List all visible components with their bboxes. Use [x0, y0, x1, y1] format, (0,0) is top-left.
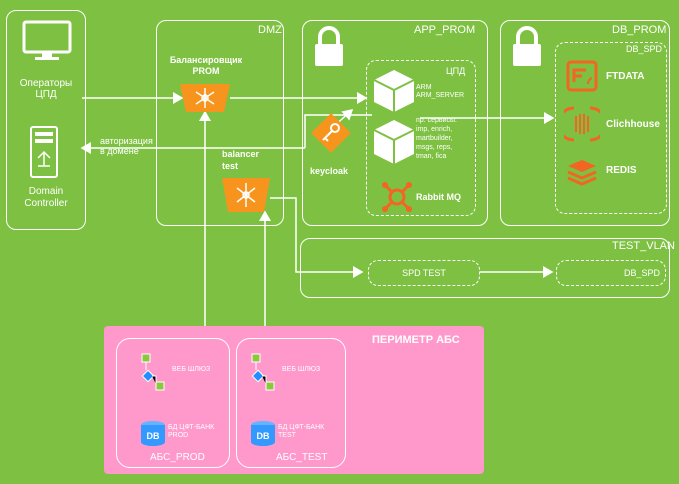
- svg-text:DB: DB: [147, 431, 160, 441]
- balancer-prom-label: Балансировщик PROM: [169, 55, 243, 76]
- cpd-label: ЦПД: [446, 66, 466, 76]
- keycloak-label: keycloak: [310, 166, 349, 176]
- app-prom-label: APP_PROM: [414, 24, 476, 36]
- server-icon: [30, 126, 58, 178]
- rabbitmq-icon: [382, 182, 412, 212]
- db-test-label: БД ЦФТ-БАНК TEST: [278, 424, 325, 439]
- operators-label: Операторы ЦПД: [19, 78, 73, 100]
- domain-controller-label: Domain Controller: [24, 186, 68, 209]
- cpd-zone: [366, 60, 476, 216]
- cube-icon: [373, 120, 415, 164]
- spd-test-label: SPD TEST: [402, 268, 446, 278]
- test-vlan-label: TEST_VLAN: [612, 240, 675, 252]
- svg-text:DB: DB: [257, 431, 270, 441]
- balancer-icon[interactable]: [222, 178, 270, 212]
- arm-label: ARM ARM_SERVER: [416, 84, 465, 99]
- web-gw-test-label: ВЕБ ШЛЮЗ: [282, 366, 321, 373]
- monitor-icon: [22, 20, 72, 60]
- dmz-label: DMZ: [258, 24, 282, 36]
- services-label: пр. сервисы: imp, enrich, martbuilder, m…: [416, 117, 457, 160]
- web-gateway-icon: [251, 353, 275, 391]
- db-spd-label: DB_SPD: [626, 44, 663, 54]
- dmz-zone: [156, 20, 284, 226]
- abs-test-zone: [236, 338, 346, 468]
- app-prom-zone: [302, 20, 488, 226]
- abs-prod-zone: [116, 338, 230, 468]
- abs-prod-label: АБС_PROD: [150, 452, 205, 463]
- perimeter-label: ПЕРИМЕТР АБС: [372, 334, 460, 346]
- test-vlan-zone: [300, 238, 670, 298]
- db-spd-test-label: DB_SPD: [623, 268, 660, 278]
- abs-test-label: АБС_TEST: [276, 452, 328, 463]
- db-spd-zone: [555, 42, 667, 214]
- redis-label: REDIS: [606, 165, 637, 176]
- key-icon: [311, 113, 351, 153]
- lock-icon: [315, 26, 343, 66]
- balancer-test-label: balancer test: [222, 149, 260, 171]
- spd-test-box: [368, 260, 480, 286]
- rabbitmq-label: Rabbit MQ: [416, 192, 461, 202]
- database-icon: DB: [141, 421, 165, 446]
- balancer-icon[interactable]: [180, 84, 230, 112]
- auth-label: авторизация в домене: [100, 136, 153, 156]
- lock-icon: [513, 26, 541, 66]
- db-spd-test-box: [556, 260, 666, 286]
- db-prom-zone: [500, 20, 670, 226]
- clickhouse-label: Clichhouse: [606, 119, 660, 130]
- redis-icon: [567, 160, 597, 186]
- clickhouse-icon: [564, 106, 600, 142]
- web-gateway-icon: [141, 353, 165, 391]
- database-icon: DB: [251, 421, 275, 446]
- perimeter-abs-zone: [104, 326, 484, 474]
- db-prod-label: БД ЦФТ-БАНК PROD: [168, 424, 215, 439]
- left-group: [6, 10, 86, 230]
- db-prom-label: DB_PROM: [612, 24, 667, 36]
- ftdata-label: FTDATA: [606, 71, 645, 82]
- web-gw-prod-label: ВЕБ ШЛЮЗ: [172, 366, 211, 373]
- ftdata-icon: [566, 60, 598, 92]
- cube-icon: [373, 70, 415, 112]
